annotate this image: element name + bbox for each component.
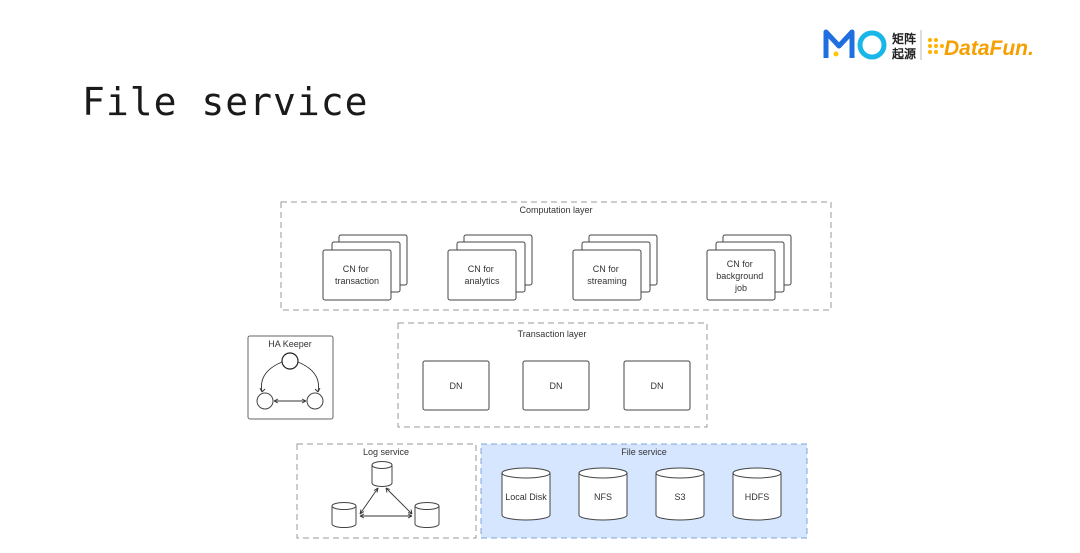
file-service: File service Local Disk NFS S3 HDFS: [480, 443, 808, 539]
svg-text:CN for transaction: CN for transaction: [335, 264, 379, 286]
log-db-left-icon: [331, 502, 357, 528]
transaction-layer-label: Transaction layer: [518, 329, 587, 339]
hdfs-storage-icon: HDFS: [732, 467, 782, 521]
dn-node-3: DN: [623, 360, 691, 411]
logo-cn-line1: 矩阵: [891, 31, 916, 46]
local-disk-storage-icon: Local Disk: [501, 467, 551, 521]
ha-keeper-node-right: [306, 392, 324, 410]
cn-node-analytics-line2: analytics: [464, 276, 500, 286]
svg-text:DN: DN: [550, 381, 563, 391]
cn-node-analytics-line1: CN for: [468, 264, 494, 274]
computation-layer-label: Computation layer: [519, 205, 592, 215]
log-db-right-icon: [414, 502, 440, 528]
cn-node-background-job: CN for background job: [706, 234, 792, 301]
s3-label: S3: [674, 492, 685, 502]
local-disk-label: Local Disk: [505, 492, 547, 502]
cn-node-streaming: CN for streaming: [572, 234, 658, 301]
cn-node-transaction-line2: transaction: [335, 276, 379, 286]
cn-node-background-job-line2: background: [716, 271, 763, 281]
cn-node-analytics: CN for analytics: [447, 234, 533, 301]
file-service-label: File service: [621, 447, 667, 457]
svg-text:CN for background: CN for background job: [716, 259, 766, 293]
hdfs-label: HDFS: [745, 492, 770, 502]
s3-storage-icon: S3: [655, 467, 705, 521]
ha-keeper-node-left: [256, 392, 274, 410]
logo-cn-line2: 起源: [891, 46, 916, 61]
cn-node-background-job-line3: job: [734, 283, 747, 293]
logo-datafun-text: DataFun.: [944, 37, 1034, 60]
svg-text:CN for analytics: CN for analytics: [464, 264, 500, 286]
transaction-layer: Transaction layer DN DN DN: [397, 322, 708, 428]
log-service: Log service: [296, 443, 477, 539]
log-service-label: Log service: [363, 447, 409, 457]
cn-node-streaming-line2: streaming: [587, 276, 627, 286]
brand-logo: 矩阵 起源 DataFun.: [823, 29, 1034, 61]
computation-layer: Computation layer CN for transaction CN …: [280, 201, 832, 311]
cn-node-streaming-line1: CN for: [593, 264, 619, 274]
ha-keeper-node-top: [281, 352, 299, 370]
cn-node-transaction-line1: CN for: [343, 264, 369, 274]
ha-keeper-label: HA Keeper: [268, 339, 312, 349]
cn-node-background-job-line1: CN for: [727, 259, 753, 269]
cn-node-transaction: CN for transaction: [322, 234, 408, 301]
datafun-dots-icon: [928, 38, 944, 54]
nfs-storage-icon: NFS: [578, 467, 628, 521]
nfs-label: NFS: [594, 492, 612, 502]
svg-text:DN: DN: [450, 381, 463, 391]
ha-keeper: HA Keeper: [247, 335, 334, 420]
log-db-top-icon: [371, 461, 393, 487]
svg-text:DN: DN: [651, 381, 664, 391]
dn-node-2: DN: [522, 360, 590, 411]
mo-logo-icon: [823, 29, 887, 60]
svg-text:CN for streaming: CN for streaming: [587, 264, 627, 286]
dn-node-1: DN: [422, 360, 490, 411]
page-title: File service: [82, 80, 369, 124]
